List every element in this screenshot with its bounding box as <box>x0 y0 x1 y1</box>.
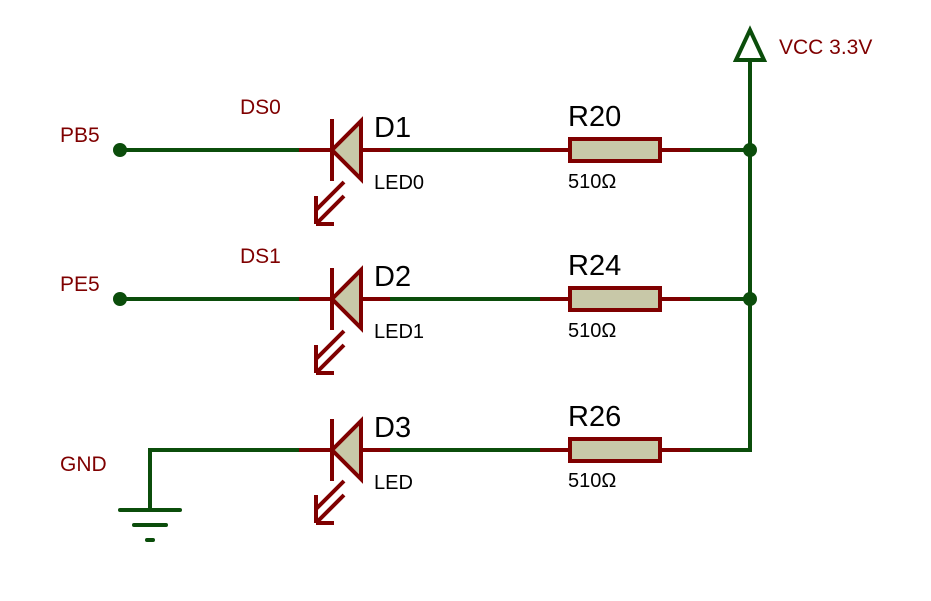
vcc-arrow-icon <box>732 25 768 62</box>
junction-dot <box>743 143 757 157</box>
led-triangle-icon <box>329 116 363 184</box>
led-row-1: PB5 DS0 D1 LED0 R20 510Ω <box>60 96 757 226</box>
light-emission-arrow-icon <box>314 180 346 226</box>
led-designator: DS0 <box>240 96 281 119</box>
led-d1[interactable] <box>299 116 392 226</box>
resistor-r24[interactable] <box>540 286 692 312</box>
led-value: LED <box>374 472 413 494</box>
resistor-ref: R20 <box>568 101 621 133</box>
led-triangle-icon <box>329 416 363 484</box>
vcc-power-symbol[interactable]: VCC 3.3V <box>732 25 872 452</box>
led-triangle-icon <box>329 265 363 333</box>
net-label-pe5: PE5 <box>60 273 100 296</box>
resistor-body <box>568 437 662 463</box>
diode-ref: D1 <box>374 112 411 144</box>
gnd-label: GND <box>60 453 107 476</box>
resistor-r20[interactable] <box>540 137 692 163</box>
diode-ref: D2 <box>374 261 411 293</box>
led-designator: DS1 <box>240 245 281 268</box>
led-d3[interactable] <box>299 416 392 525</box>
led-d2[interactable] <box>299 265 392 375</box>
resistor-value: 510Ω <box>568 320 616 342</box>
junction-dot <box>743 292 757 306</box>
wire[interactable] <box>690 438 752 452</box>
resistor-body <box>568 286 662 312</box>
resistor-body <box>568 137 662 163</box>
diode-ref: D3 <box>374 412 411 444</box>
led-value: LED1 <box>374 321 424 343</box>
vcc-label: VCC 3.3V <box>779 36 872 59</box>
ground-wire[interactable] <box>148 448 302 512</box>
led-row-3: GND D3 LED R26 510Ω <box>60 401 752 542</box>
led-row-2: PE5 DS1 D2 LED1 R24 510Ω <box>60 245 757 375</box>
led-value: LED0 <box>374 172 424 194</box>
resistor-ref: R26 <box>568 401 621 433</box>
resistor-value: 510Ω <box>568 171 616 193</box>
resistor-r26[interactable] <box>540 437 692 463</box>
resistor-ref: R24 <box>568 250 621 282</box>
light-emission-arrow-icon <box>314 329 346 375</box>
resistor-value: 510Ω <box>568 470 616 492</box>
light-emission-arrow-icon <box>314 479 346 525</box>
ground-symbol[interactable] <box>118 448 302 542</box>
net-label-pb5: PB5 <box>60 124 100 147</box>
